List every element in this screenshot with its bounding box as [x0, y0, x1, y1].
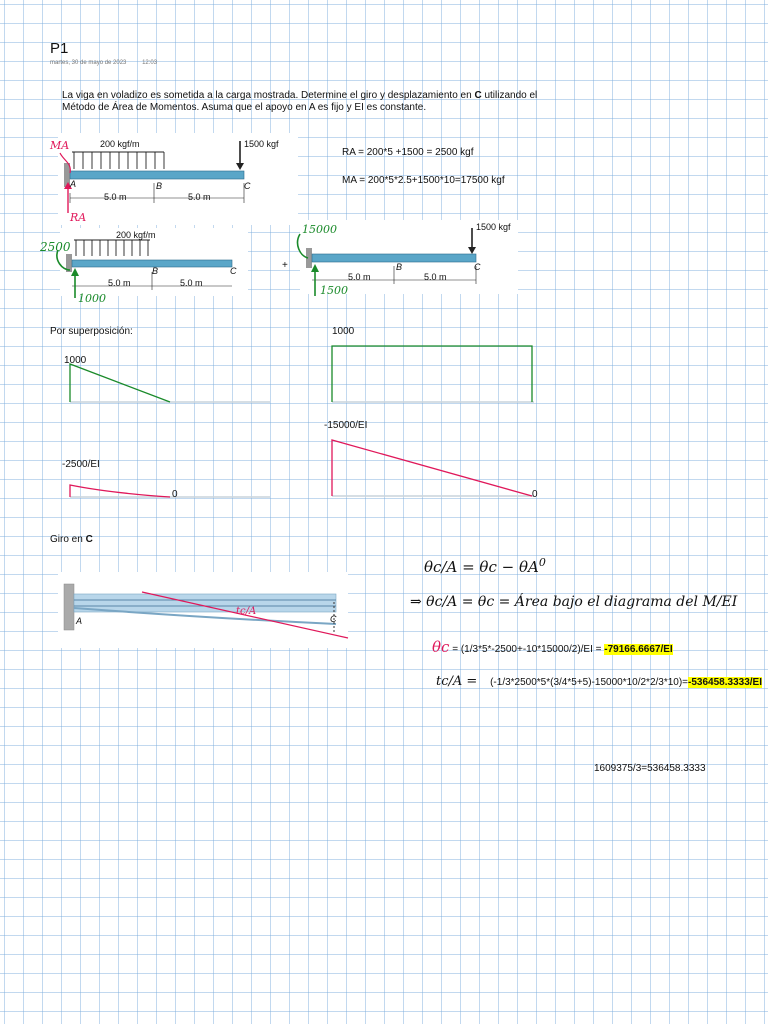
shear-left-label: 1000	[64, 355, 87, 366]
theta-result: -79166.6667/EI	[604, 644, 673, 655]
right-force-note: 1500	[320, 284, 348, 297]
right-point-load: 1500 kgf	[476, 222, 511, 232]
page-title: P1	[50, 40, 69, 57]
shear-diagram-right	[331, 345, 534, 403]
page-meta: martes, 30 de mayo de 2023 12:03	[50, 60, 171, 66]
label-a: A	[70, 179, 77, 189]
problem-text-a: La viga en voladizo es sometida a la car…	[62, 90, 475, 101]
page-time: 12:03	[142, 60, 158, 66]
problem-point: C	[474, 90, 482, 101]
rotation-heading: Giro en C	[50, 534, 93, 545]
left-span1: 5.0 m	[108, 278, 131, 288]
reaction-ma: MA = 200*5*2.5+1500*10=17500 kgf	[342, 175, 505, 186]
moment-diagram-right	[331, 439, 534, 497]
beam-figure: 200 kgf/m 1500 kgf A B C 5.0 m 5.0 m MA …	[50, 133, 298, 225]
right-span2: 5.0 m	[424, 272, 447, 282]
shear-diagram-left	[69, 363, 270, 403]
left-dist-load: 200 kgf/m	[116, 230, 156, 240]
superposition-beam-right: 1500 kgf 5.0 m 5.0 m B C	[296, 220, 518, 296]
dist-load-label: 200 kgf/m	[100, 139, 140, 149]
span2-label: 5.0 m	[188, 192, 211, 202]
left-span2: 5.0 m	[180, 278, 203, 288]
theta-c-line: θc = (1/3*5*-2500+-10*15000/2)/EI = -791…	[432, 638, 673, 656]
problem-statement: La viga en voladizo es sometida a la car…	[62, 90, 552, 114]
right-label-c: C	[474, 262, 481, 272]
t-result: -536458.3333/EI	[688, 677, 762, 688]
moment-diagram-left	[69, 484, 270, 498]
left-label-c: C	[230, 266, 237, 276]
fixed-support	[64, 163, 70, 187]
label-b: B	[156, 181, 163, 191]
point-load-head	[236, 163, 244, 170]
deflection-figure: A C tc/A	[58, 572, 349, 648]
superposition-beam-left: 200 kgf/m 5.0 m 5.0 m B C	[56, 228, 248, 298]
left-force-note: 1000	[78, 292, 106, 305]
beam-figure-svg	[59, 141, 245, 213]
moment-left-zero: 0	[172, 489, 178, 500]
moment-right-label: -15000/EI	[324, 420, 368, 431]
left-label-b: B	[152, 266, 159, 276]
span1-label: 5.0 m	[104, 192, 127, 202]
t-ca-line: tc/A = (-1/3*2500*5*(3/4*5+5)-15000*10/2…	[436, 674, 762, 689]
superposition-heading: Por superposición:	[50, 326, 133, 337]
page-date: martes, 30 de mayo de 2023	[50, 60, 127, 66]
dist-load-arrows	[73, 152, 165, 169]
left-moment-note: 2500	[40, 240, 71, 254]
plus-sign: +	[282, 260, 288, 271]
problem-text-b: utilizando el Método de Área de Momentos…	[62, 90, 538, 113]
beam	[69, 170, 245, 180]
shear-right-label: 1000	[332, 326, 355, 337]
reaction-ra: RA = 200*5 +1500 = 2500 kgf	[342, 147, 474, 158]
moment-right-zero: 0	[532, 489, 538, 500]
point-load-label: 1500 kgf	[244, 139, 279, 149]
defl-label-a: A	[76, 616, 83, 626]
eq1: θc/A = θc − θA0	[424, 556, 546, 576]
right-moment-note: 15000	[302, 223, 337, 236]
defl-label-c: C	[330, 614, 337, 624]
tangent-label: tc/A	[236, 606, 257, 617]
label-c: C	[244, 181, 251, 191]
ma-arrow	[59, 152, 71, 174]
ra-note: RA	[70, 211, 87, 224]
eq2: ⇒ θc/A = θc = Área bajo el diagrama del …	[410, 594, 738, 610]
right-label-b: B	[396, 262, 403, 272]
right-span1: 5.0 m	[348, 272, 371, 282]
ma-note: MA	[50, 139, 70, 152]
division-note: 1609375/3=536458.3333	[594, 763, 706, 774]
moment-left-label: -2500/EI	[62, 459, 100, 470]
